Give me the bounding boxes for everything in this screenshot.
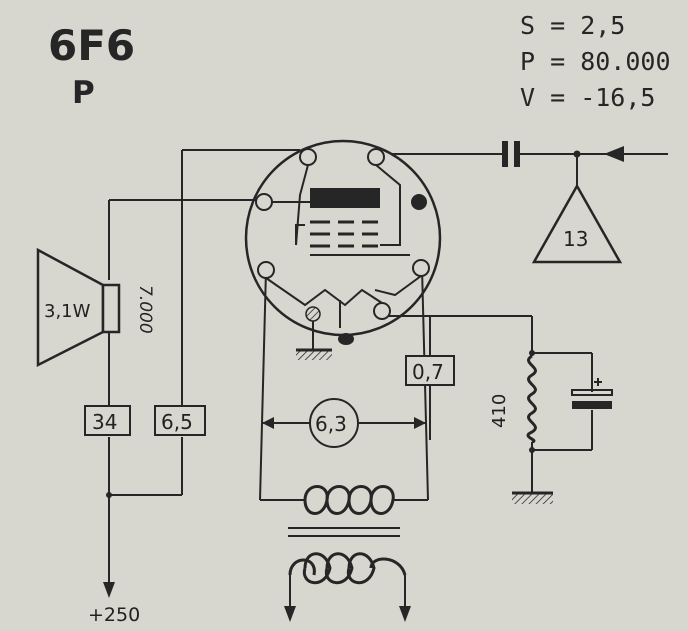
output-arrow-left [284,606,296,622]
grid-rungs [310,220,378,248]
input-junction [573,150,581,158]
resistor-0-7-label: 0,7 [412,360,444,384]
tube-envelope [244,139,442,337]
transformer-primary [303,485,395,515]
tube-subtitle: P [72,75,95,111]
pin-5 [412,259,430,277]
heater-voltage-circle [309,398,359,448]
supply-voltage: +250 [88,604,140,626]
cathode-coil [526,354,537,444]
supply-arrow [103,582,115,598]
input-stage-triangle [531,183,623,264]
cathode-resistor-label: 410 [489,394,510,428]
heater-arrow-right [414,417,426,429]
pin-3 [255,193,273,211]
param-s: S = 2,5 [520,11,625,40]
plate [310,188,380,208]
pin-1 [299,148,317,166]
coupling-capacitor [502,141,520,167]
heater-voltage-label: 6,3 [315,412,347,436]
input-stage-label: 13 [563,227,588,251]
resistor-0-7-box [405,355,455,386]
resistor-34-label: 34 [92,410,117,434]
cathode-junction-bottom [529,447,535,453]
tube-electrodes [265,164,422,328]
pin-6 [373,302,391,320]
pin-8-hatched [305,306,321,322]
output-arrow-right [399,606,411,622]
speaker-icon [36,247,121,368]
ground-tube [296,321,332,360]
param-p: P = 80.000 [520,47,671,76]
speaker-power: 3,1W [44,301,91,322]
param-v: V = -16,5 [520,83,655,112]
bypass-capacitor [571,378,613,409]
tube-type: 6F6 [48,21,135,70]
circuit-wires [108,149,668,608]
ground-cathode [512,491,553,504]
speaker-impedance: 7.000 [135,285,155,334]
input-arrow [604,146,624,162]
supply-junction [106,492,112,498]
pin-4 [257,261,275,279]
tube-base-dot [338,333,354,345]
resistor-6-5-box [154,405,206,436]
transformer-secondary [288,552,407,585]
resistor-34-box [84,405,131,436]
pin-2 [367,148,385,166]
resistor-6-5-label: 6,5 [161,410,193,434]
pin-7-filled [411,194,427,210]
cathode-junction-top [529,350,535,356]
heater-arrow-left [262,417,274,429]
